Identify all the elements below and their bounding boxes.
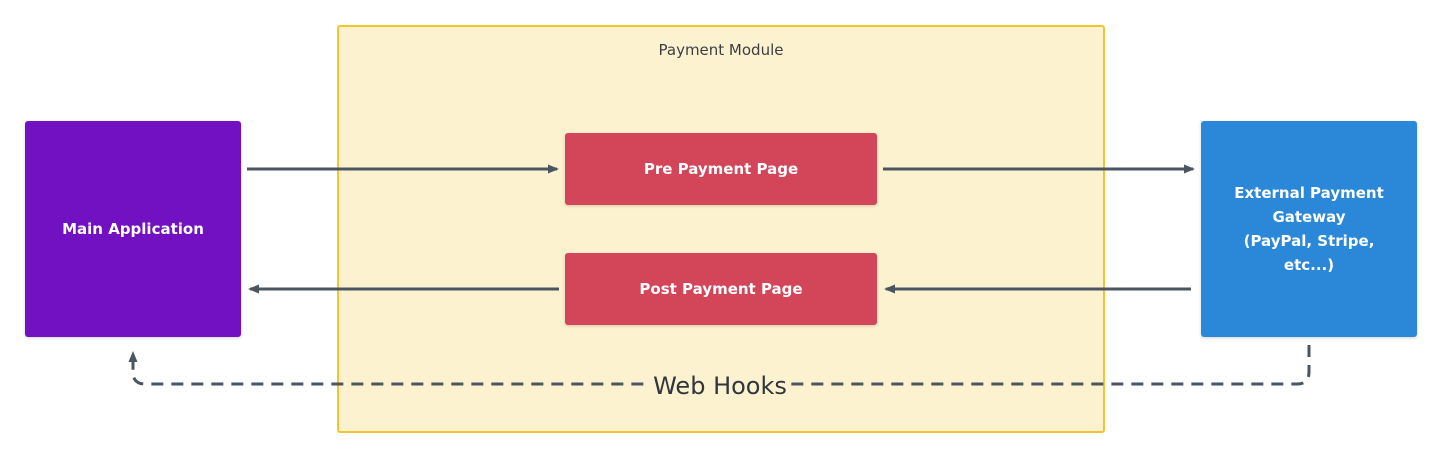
post-payment-page-label: Post Payment Page	[639, 280, 803, 298]
pre-payment-page-label: Pre Payment Page	[643, 160, 799, 178]
payment-module-title: Payment Module	[658, 41, 784, 59]
external-payment-gateway-node: External Payment Gateway (PayPal, Stripe…	[1201, 121, 1417, 337]
main-application-node: Main Application	[25, 121, 241, 337]
gateway-label-line-2: Gateway	[1272, 208, 1346, 226]
post-payment-page-node: Post Payment Page	[565, 253, 877, 325]
web-hooks-label: Web Hooks	[650, 366, 790, 406]
main-application-label: Main Application	[62, 220, 204, 238]
payment-module-container: Payment Module	[337, 25, 1105, 433]
gateway-label-line-3: (PayPal, Stripe, etc...)	[1243, 232, 1375, 274]
gateway-label-line-1: External Payment	[1234, 184, 1384, 202]
pre-payment-page-node: Pre Payment Page	[565, 133, 877, 205]
